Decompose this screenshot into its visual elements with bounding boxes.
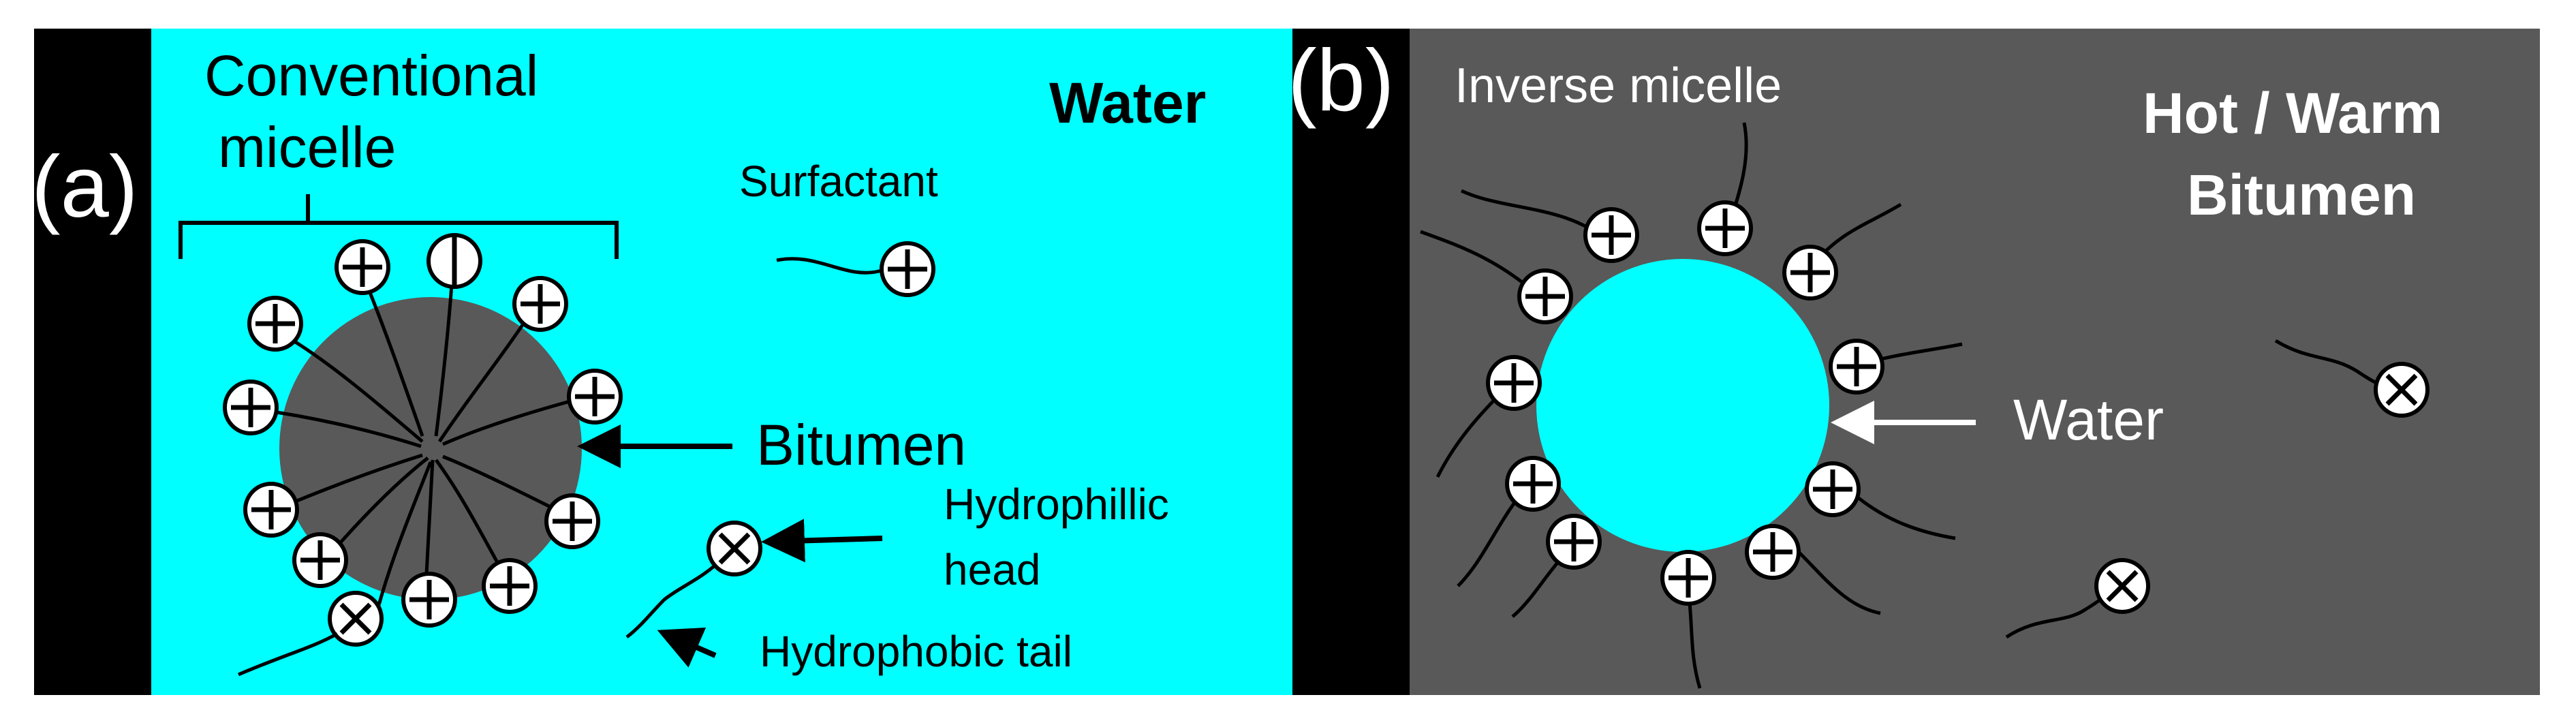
hydrophilic-head-icon [337, 241, 388, 293]
outer-tail [238, 632, 339, 677]
tail-arrow [657, 628, 717, 668]
panel-a-frame [34, 29, 151, 695]
hydrophilic-head-icon [225, 382, 277, 433]
panel-b-frame [1292, 29, 1410, 695]
hydrophilic-head-icon [330, 593, 382, 645]
hydrophilic-head-icon [1807, 463, 1859, 515]
hydrophilic-head-icon [569, 371, 621, 422]
hydrophilic-head-label-line2: head [944, 545, 1040, 594]
panel-a-medium-label: Water [1049, 71, 1206, 135]
hydrophilic-head-icon [546, 495, 598, 547]
hydrophilic-head-icon [245, 484, 297, 536]
surfactant-label: Surfactant [739, 157, 938, 206]
free-surfactant-head-icon [2096, 560, 2148, 612]
hydrophilic-head-icon [1585, 209, 1637, 261]
hydrophilic-head-icon [1784, 247, 1836, 298]
inverse-micelle-label: Inverse micelle [1455, 59, 1782, 113]
panel-a-label: (a) [31, 138, 138, 236]
hydrophilic-head-icon [1662, 552, 1714, 604]
water-core [1536, 259, 1829, 552]
water-label: Water [2013, 388, 2164, 452]
labeled-surfactant-head-icon [709, 523, 760, 574]
bitumen-label: Bitumen [756, 413, 966, 477]
hydrophilic-head-icon [1519, 271, 1571, 322]
panel-a: (a) Water Conventional micelle Surfactan… [31, 29, 1292, 695]
bitumen-core [279, 297, 582, 600]
hydrophilic-head-icon [249, 298, 301, 350]
hydrophilic-head-icon [1507, 458, 1559, 510]
hydrophilic-head-icon [1747, 526, 1799, 578]
panel-b-medium-label-line2: Bitumen [2187, 163, 2416, 227]
panel-b-label: (b) [1288, 32, 1394, 129]
hydrophilic-head-icon [1548, 516, 1600, 568]
hydrophilic-head-icon [514, 278, 566, 330]
hydrophobic-tail-label: Hydrophobic tail [760, 627, 1072, 676]
panel-b-medium-label-line1: Hot / Warm [2143, 81, 2442, 145]
hydrophilic-head-icon [1488, 357, 1540, 409]
hydrophilic-head-label-line1: Hydrophillic [944, 480, 1169, 529]
free-surfactant-head-icon [882, 243, 933, 295]
panel-b: (b) Inverse micelle Hot / Warm Bitumen [1288, 29, 2540, 695]
micelle-bracket [179, 194, 619, 259]
free-surfactant-head-icon [2376, 364, 2427, 416]
labeled-surfactant-tail [625, 557, 724, 638]
conventional-micelle-label-line1: Conventional [204, 44, 538, 108]
hydrophilic-head-icon [294, 534, 346, 586]
conventional-micelle-label-line2: micelle [218, 115, 396, 179]
hydrophilic-head-icon [1831, 341, 1882, 392]
head-arrow [761, 519, 883, 563]
hydrophilic-head-icon [429, 235, 480, 287]
hydrophilic-head-icon [1699, 202, 1751, 254]
hydrophilic-head-icon [484, 560, 536, 612]
hydrophilic-head-icon [403, 574, 455, 626]
